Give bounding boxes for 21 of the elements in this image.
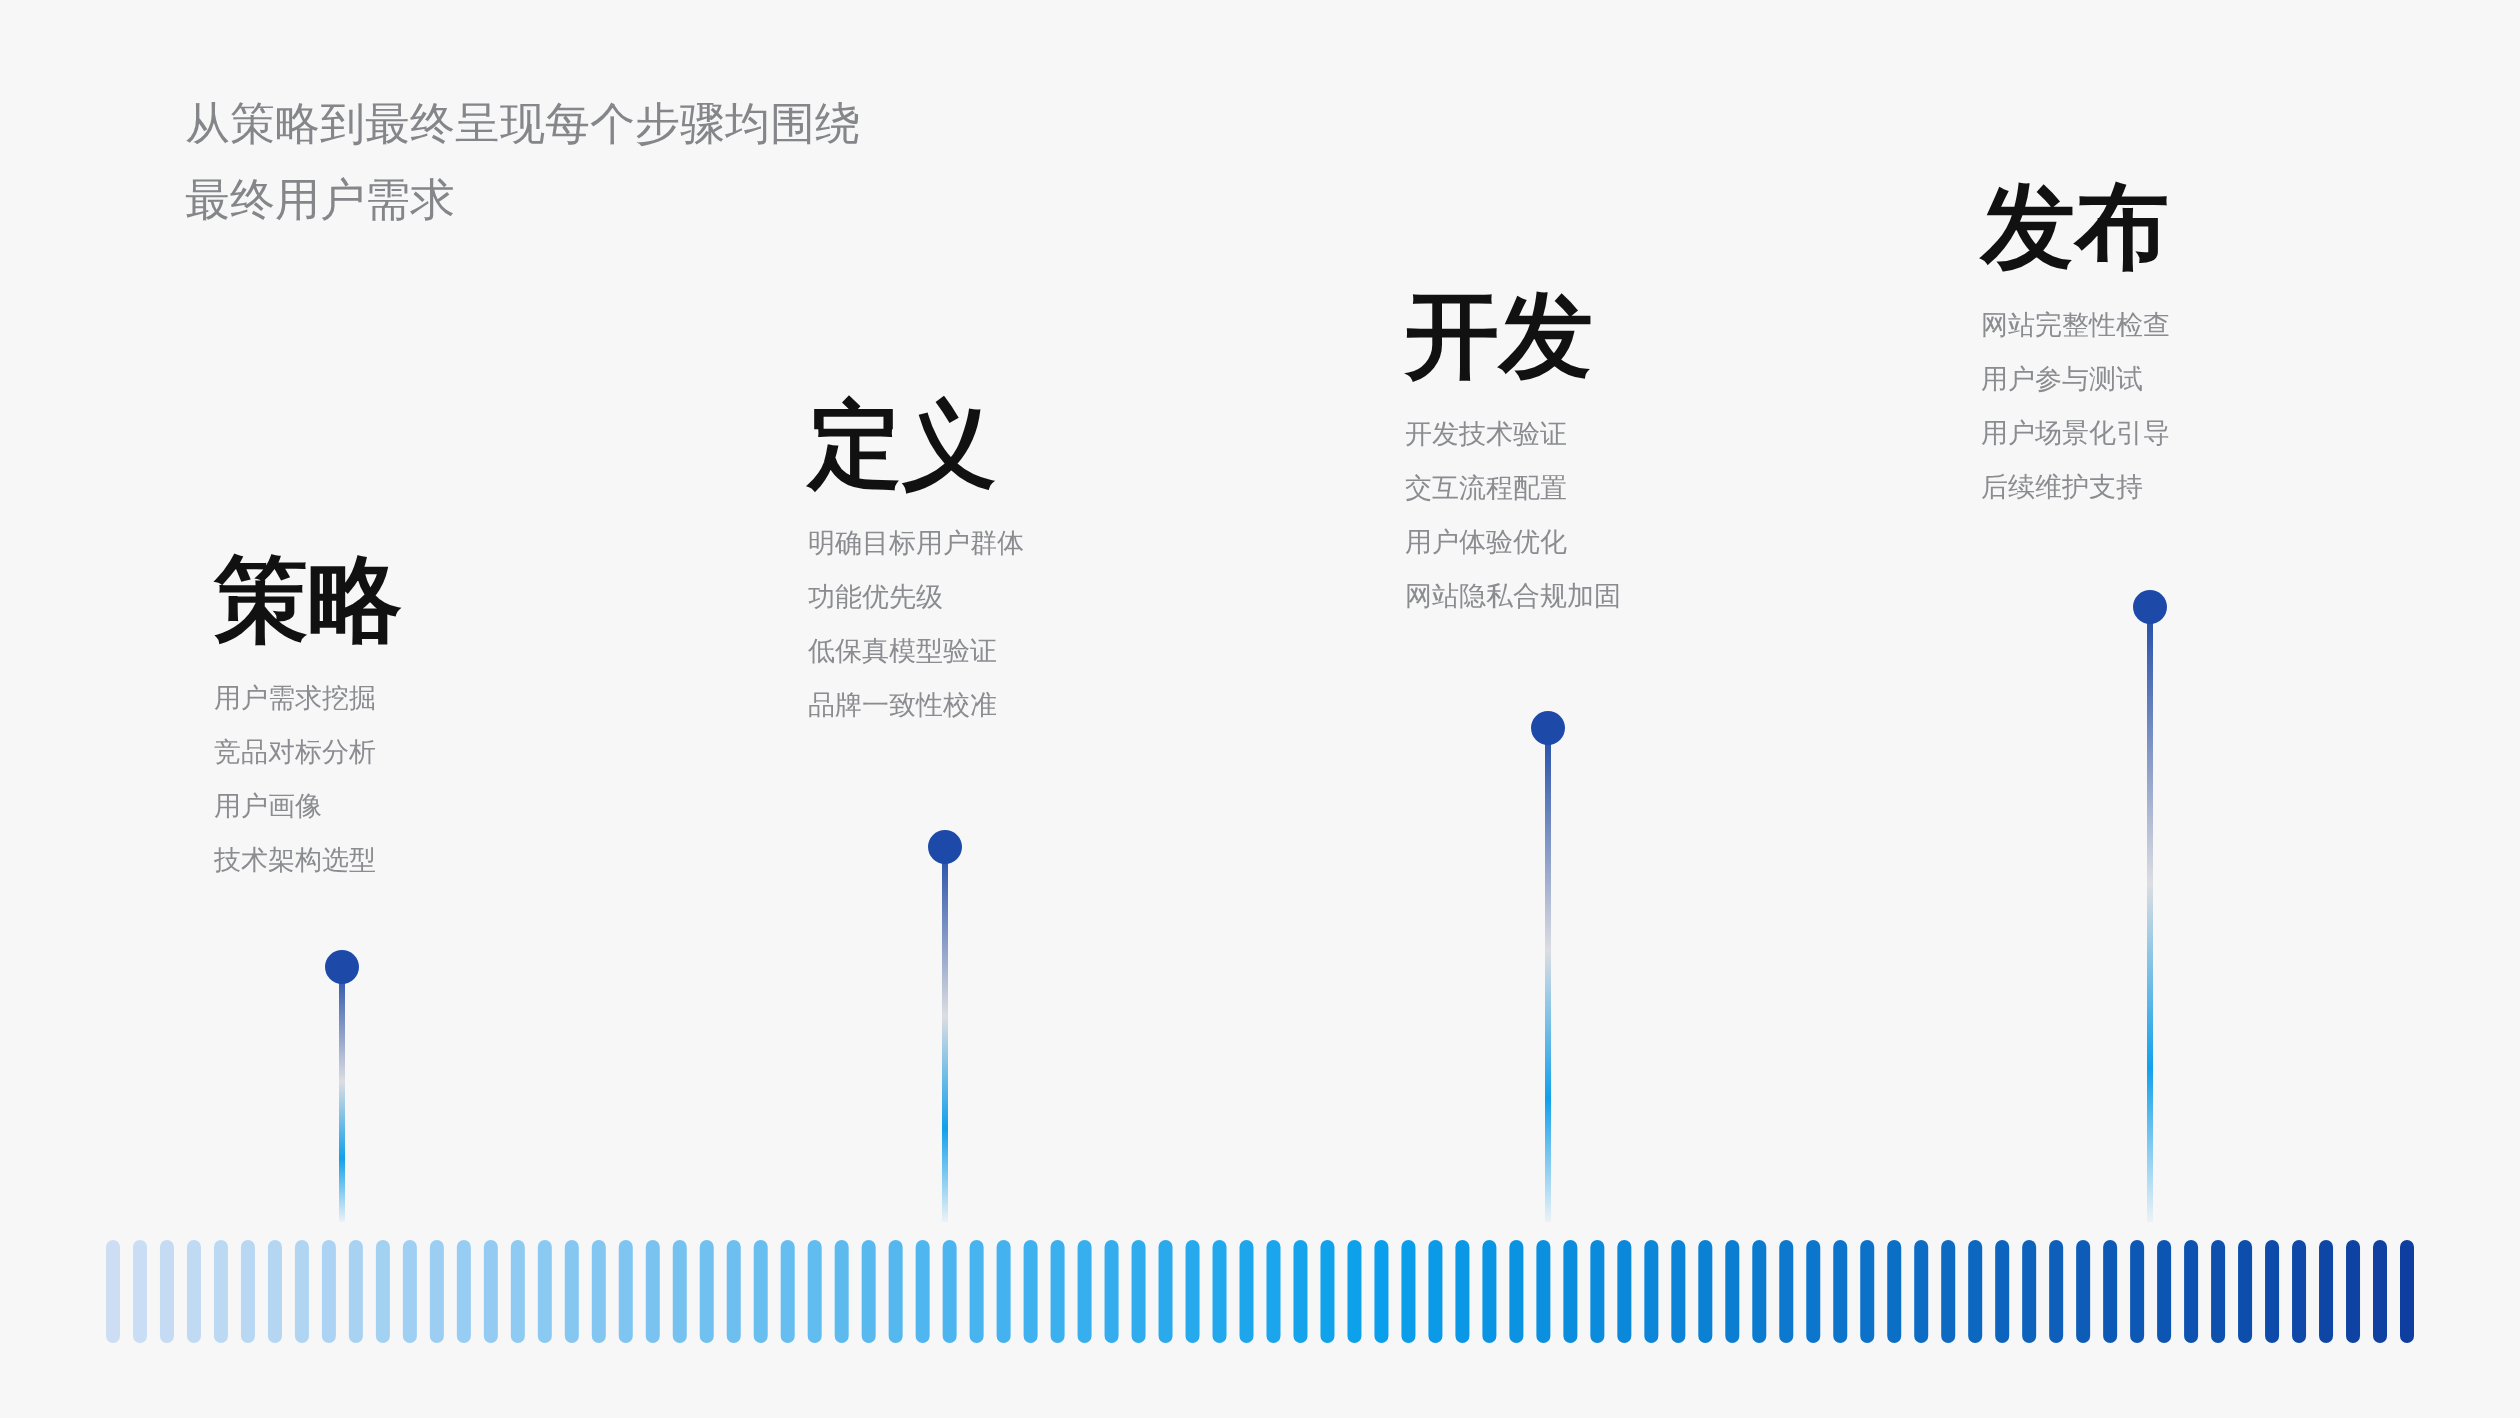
stage-item: 开发技术验证 xyxy=(1405,417,1568,451)
stage-item: 用户体验优化 xyxy=(1405,525,1568,559)
stage-item: 网站完整性检查 xyxy=(1981,308,2170,342)
stage-item: 竞品对标分析 xyxy=(214,735,377,769)
stage-item: 后续维护支持 xyxy=(1981,470,2144,504)
stage-heading: 开发 xyxy=(1405,281,1594,391)
stage-item: 低保真模型验证 xyxy=(808,634,998,668)
stage-heading: 策略 xyxy=(214,545,402,655)
stage-item: 技术架构选型 xyxy=(214,843,377,877)
stage-item: 用户参与测试 xyxy=(1981,362,2144,396)
stage-heading: 发布 xyxy=(1981,172,2170,282)
stage-item: 明确目标用户群体 xyxy=(808,526,1024,560)
title: 从策略到最终呈现每个步骤均围绕最终用户需求 xyxy=(185,96,861,228)
stage-heading: 定义 xyxy=(808,390,997,500)
stage-item: 品牌一致性校准 xyxy=(808,688,998,722)
stage-item: 用户画像 xyxy=(214,789,323,823)
stage-item: 功能优先级 xyxy=(808,580,944,614)
stage-item: 用户场景化引导 xyxy=(1981,416,2170,450)
stage-item: 网站隐私合规加固 xyxy=(1405,579,1621,613)
stage-item: 用户需求挖掘 xyxy=(214,681,377,715)
stage-item: 交互流程配置 xyxy=(1405,471,1568,505)
